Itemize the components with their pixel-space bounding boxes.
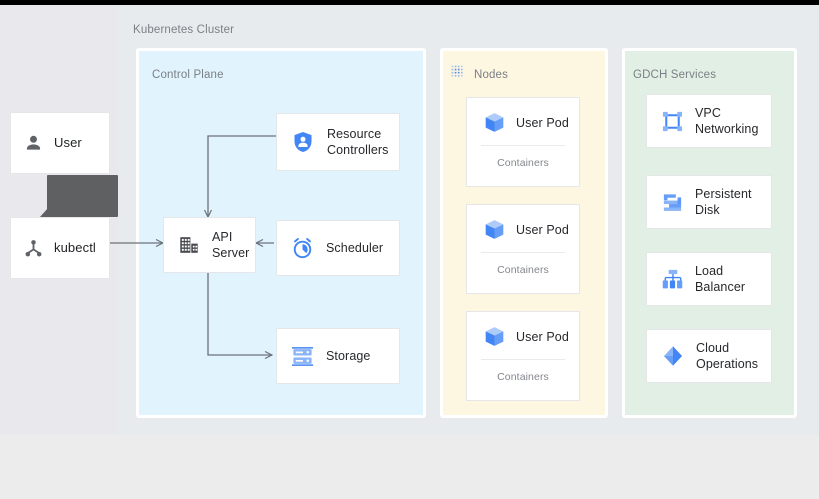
dotted-grid-icon [451, 65, 466, 85]
component-card-scheduler[interactable]: Scheduler [276, 220, 400, 276]
cube-icon [483, 218, 506, 241]
pod-sublabel: Containers [497, 264, 549, 276]
zone-title-gdch-services: GDCH Services [633, 69, 717, 81]
component-label: Scheduler [326, 241, 384, 255]
pod-divider [481, 145, 565, 146]
service-label: Cloud Operations [696, 340, 759, 371]
share-nodes-icon [23, 238, 44, 259]
pod-divider [481, 252, 565, 253]
pod-header: User Pod [467, 312, 579, 359]
component-card-api-server[interactable]: API Server [163, 217, 256, 273]
pod-divider [481, 359, 565, 360]
service-card-vpc-networking[interactable]: VPC Networking [646, 94, 772, 148]
actor-card-kubectl[interactable]: kubectl [10, 217, 110, 279]
vpc-network-icon [661, 110, 684, 133]
actor-label: kubectl [54, 239, 96, 255]
load-balancer-icon [661, 268, 684, 291]
pod-card[interactable]: User Pod Containers [466, 204, 580, 294]
pod-header: User Pod [467, 98, 579, 145]
alarm-clock-icon [291, 237, 314, 260]
person-icon [23, 133, 44, 154]
component-card-resource-controllers[interactable]: Resource Controllers [276, 113, 400, 171]
storage-rack-icon [291, 345, 314, 368]
cloud-operations-cube-icon [661, 344, 685, 368]
service-card-load-balancer[interactable]: Load Balancer [646, 252, 772, 306]
cube-icon [483, 111, 506, 134]
component-label: Resource Controllers [327, 127, 389, 157]
page-title: Kubernetes Cluster [133, 24, 235, 36]
zone-title-row-nodes: Nodes [451, 65, 508, 85]
component-label: API Server [212, 230, 250, 260]
service-card-cloud-operations[interactable]: Cloud Operations [646, 329, 772, 383]
top-black-bar [0, 0, 819, 5]
service-card-persistent-disk[interactable]: Persistent Disk [646, 175, 772, 229]
pod-card[interactable]: User Pod Containers [466, 97, 580, 187]
zone-title-nodes: Nodes [474, 69, 508, 81]
pod-header: User Pod [467, 205, 579, 252]
pod-card[interactable]: User Pod Containers [466, 311, 580, 401]
cube-icon [483, 325, 506, 348]
pod-label: User Pod [516, 329, 569, 344]
service-label: Persistent Disk [695, 186, 752, 217]
service-label: Load Balancer [695, 263, 746, 294]
actor-card-user[interactable]: User [10, 112, 110, 174]
component-label: Storage [326, 349, 371, 363]
pod-sublabel: Containers [497, 371, 549, 383]
zone-title-control-plane: Control Plane [152, 69, 224, 81]
pod-sublabel: Containers [497, 157, 549, 169]
persistent-disk-icon [661, 191, 684, 214]
pod-label: User Pod [516, 115, 569, 130]
api-server-building-icon [178, 234, 200, 256]
tooltip-overlay [40, 175, 118, 217]
pod-label: User Pod [516, 222, 569, 237]
shield-person-icon [291, 130, 315, 154]
component-card-storage[interactable]: Storage [276, 328, 400, 384]
diagram-canvas: Kubernetes Cluster Control Plane [0, 5, 819, 435]
service-label: VPC Networking [695, 105, 759, 136]
actor-label: User [54, 134, 82, 150]
